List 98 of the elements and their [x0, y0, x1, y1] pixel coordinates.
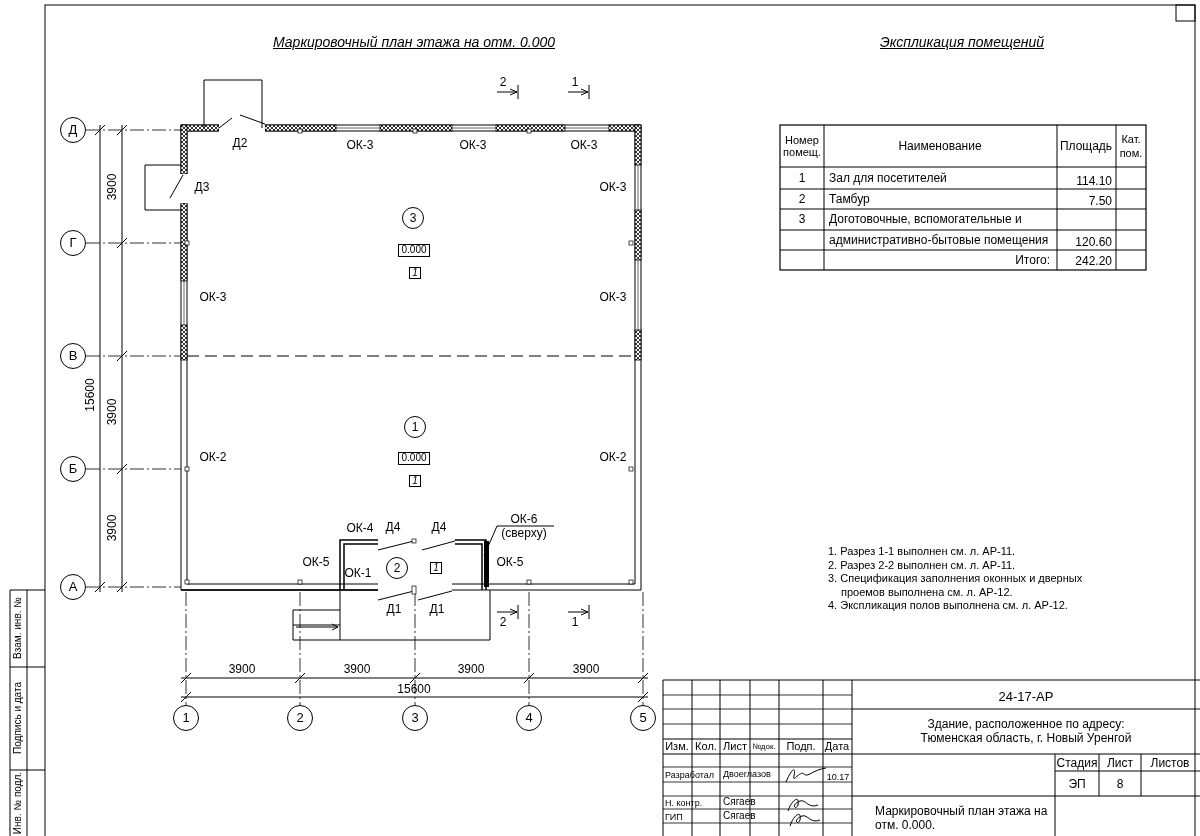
section-number: 1 — [571, 75, 579, 89]
stamp-text: Подп. — [786, 739, 816, 753]
dimension-text: 3900 — [228, 662, 256, 676]
sheet-title: Маркировочный план этажа на отм. 0.000. — [875, 804, 1049, 832]
room-number-circle: 1 — [404, 416, 426, 438]
floor-type-mark: 1 — [430, 562, 442, 574]
column-header: Площадь — [1059, 139, 1113, 153]
table-text: 2 — [798, 192, 806, 206]
stamp-text: 10.17 — [826, 771, 850, 784]
stamp-text: ЭП — [1068, 777, 1086, 791]
door-mark: Д3 — [194, 180, 210, 194]
room-number-circle: 3 — [402, 207, 424, 229]
table-text: Итого: — [1015, 253, 1050, 267]
stamp-text: Лист — [1106, 756, 1134, 770]
axis-bubble: 3 — [402, 705, 428, 731]
table-text: административно-бытовые помещения — [829, 233, 1049, 247]
dimension-text: 15600 — [83, 378, 97, 412]
stamp-text: Подпись и дата — [11, 682, 24, 754]
window-mark: ОК-5 — [496, 555, 524, 569]
dimension-text: 3900 — [105, 398, 119, 426]
stamp-text: Взам. инв. № — [11, 597, 24, 659]
axis-bubble: Б — [60, 456, 86, 482]
building-address: Здание, расположенное по адресу: Тюменская область, г. Новый Уренгой — [919, 717, 1133, 745]
table-heading: Экспликация помещений — [880, 35, 1044, 49]
callout-text: ОК-6 (сверху) — [494, 511, 554, 541]
document-code: 24-17-АР — [998, 690, 1054, 704]
table-text: 120.60 — [1075, 235, 1112, 249]
room-number-circle: 2 — [386, 557, 408, 579]
dimension-text: 3900 — [105, 514, 119, 542]
table-text: 3 — [798, 212, 806, 226]
column-header: Кат. пом. — [1118, 132, 1144, 160]
axis-bubble: Д — [60, 117, 86, 143]
plan-title: Маркировочный план этажа на отм. 0.000 — [273, 35, 555, 49]
floor-type-mark: 1 — [409, 267, 421, 279]
stamp-text: Инв. № подл. — [11, 771, 24, 835]
window-mark: ОК-5 — [302, 555, 330, 569]
table-text: Тамбур — [829, 192, 870, 206]
window-mark: ОК-3 — [346, 138, 374, 152]
window-mark: ОК-2 — [599, 450, 627, 464]
axis-bubble: А — [60, 574, 86, 600]
table-text: 242.20 — [1075, 254, 1112, 268]
stamp-text: ГИП — [665, 811, 683, 824]
dimension-text: 3900 — [572, 662, 600, 676]
door-mark: Д4 — [385, 520, 401, 534]
stamp-text: Сягаев — [723, 809, 756, 823]
stamp-text: Стадия — [1056, 756, 1098, 770]
table-text: 7.50 — [1088, 194, 1112, 208]
stamp-text: Дата — [824, 739, 850, 753]
axis-bubble: Г — [60, 230, 86, 256]
stamp-text: Разработал — [665, 769, 714, 782]
window-mark: ОК-3 — [199, 290, 227, 304]
tambour-wall — [484, 541, 489, 587]
dimension-text: 3900 — [105, 173, 119, 201]
axis-bubble: 2 — [287, 705, 313, 731]
door-mark: Д4 — [431, 520, 447, 534]
stamp-text: Изм. — [665, 739, 689, 753]
note-text: 1. Разрез 1-1 выполнен см. л. АР-11. — [828, 544, 1016, 558]
stamp-text: Кол. — [695, 739, 717, 753]
window-mark: ОК-4 — [346, 521, 374, 535]
axis-bubble: 1 — [173, 705, 199, 731]
axis-bubble: В — [60, 343, 86, 369]
door-mark: Д1 — [429, 602, 445, 616]
column-header: Наименование — [898, 139, 982, 153]
stamp-text: №док. — [752, 741, 776, 753]
leader-line — [483, 525, 555, 557]
dimension-text: 15600 — [397, 682, 431, 696]
dimension-text: 3900 — [457, 662, 485, 676]
axis-bubble: 5 — [630, 705, 656, 731]
dimension-text: 3900 — [343, 662, 371, 676]
note-text: 4. Экспликация полов выполнена см. л. АР-12. — [828, 598, 1068, 612]
stamp-text: Лист — [723, 739, 747, 753]
elevation-mark: 0.000 — [398, 451, 430, 465]
stamp-text: Листов — [1150, 756, 1190, 770]
note-text: 3. Спецификация заполнения оконных и дверных проемов выполнена см. л. АР-12. — [828, 571, 1084, 599]
floor-type-mark: 1 — [409, 475, 421, 487]
elevation-mark: 0.000 — [398, 243, 430, 257]
stamp-text: Сягаев — [723, 795, 756, 809]
window-mark: ОК-3 — [599, 180, 627, 194]
note-text: 2. Разрез 2-2 выполнен см. л. АР-11. — [828, 558, 1016, 572]
table-text: 114.10 — [1076, 174, 1112, 188]
door-mark: Д1 — [386, 602, 402, 616]
stamp-text: Двоеглазов — [723, 768, 771, 781]
door-mark: Д2 — [232, 136, 248, 150]
table-text: Зал для посетителей — [829, 171, 947, 185]
stamp-text: Н. контр. — [665, 797, 703, 810]
axis-bubble: 4 — [516, 705, 542, 731]
section-number: 2 — [499, 615, 507, 629]
window-mark: ОК-3 — [459, 138, 487, 152]
section-number: 2 — [499, 75, 507, 89]
window-mark: ОК-2 — [199, 450, 227, 464]
table-text: 1 — [798, 171, 806, 185]
window-mark: ОК-3 — [599, 290, 627, 304]
section-number: 1 — [571, 615, 579, 629]
table-text: Доготовочные, вспомогательные и — [829, 212, 1022, 226]
window-mark: ОК-3 — [570, 138, 598, 152]
stamp-text: 8 — [1116, 777, 1124, 791]
column-header: Номер помещ. — [782, 134, 822, 158]
window-mark: ОК-1 — [344, 566, 372, 580]
